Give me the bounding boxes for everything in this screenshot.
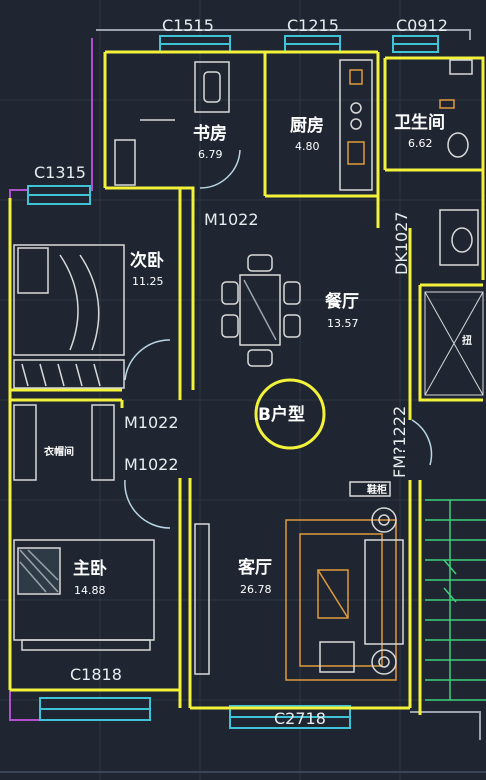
closet-name: 衣帽间 bbox=[44, 445, 74, 458]
second-bedroom-name: 次卧 bbox=[130, 250, 164, 271]
door-m1022-top bbox=[199, 149, 241, 189]
door-fm1222 bbox=[411, 419, 433, 466]
living-area: 26.78 bbox=[240, 583, 272, 596]
bathroom-fixtures bbox=[439, 59, 479, 266]
shoe-cabinet-name: 鞋柜 bbox=[367, 483, 387, 496]
door-m1022-low-label: M1022 bbox=[124, 455, 179, 474]
shaft-name: 扭 bbox=[462, 334, 472, 347]
master-bedroom-area: 14.88 bbox=[74, 584, 106, 597]
kitchen-furniture bbox=[339, 59, 373, 191]
master-bedroom-name: 主卧 bbox=[73, 558, 107, 579]
door-fm1222-label: FM?1222 bbox=[390, 406, 409, 478]
door-m1022-top-label: M1022 bbox=[204, 210, 259, 229]
kitchen-area: 4.80 bbox=[295, 140, 320, 153]
study-furniture bbox=[114, 61, 230, 186]
dining-table bbox=[221, 254, 301, 367]
bathroom-area: 6.62 bbox=[408, 137, 433, 150]
door-swings bbox=[124, 149, 433, 529]
type-label: B户型 bbox=[258, 404, 305, 425]
bathroom-name: 卫生间 bbox=[394, 112, 445, 133]
study-area: 6.79 bbox=[198, 148, 223, 161]
window-c1315-label: C1315 bbox=[34, 163, 86, 182]
walls bbox=[8, 50, 485, 715]
living-furniture bbox=[194, 481, 404, 681]
living-name: 客厅 bbox=[237, 557, 272, 578]
windows bbox=[27, 35, 439, 729]
window-c2718-label: C2718 bbox=[274, 709, 326, 728]
outer-outline bbox=[0, 29, 486, 773]
window-c0912-label: C0912 bbox=[396, 16, 448, 35]
window-c1818-label: C1818 bbox=[70, 665, 122, 684]
dining-name: 餐厅 bbox=[325, 291, 359, 312]
second-bed bbox=[13, 244, 125, 389]
door-m1022-mid bbox=[124, 339, 171, 381]
stairs bbox=[425, 499, 486, 701]
window-c1215-label: C1215 bbox=[287, 16, 339, 35]
type-marker bbox=[254, 378, 326, 450]
shaft bbox=[424, 291, 484, 396]
study-name: 书房 bbox=[193, 123, 227, 144]
door-dk1027-label: DK1027 bbox=[392, 211, 411, 275]
second-bedroom-area: 11.25 bbox=[132, 275, 164, 288]
kitchen-name: 厨房 bbox=[290, 115, 324, 136]
door-m1022-mid-label: M1022 bbox=[124, 413, 179, 432]
window-c1515-label: C1515 bbox=[162, 16, 214, 35]
master-furniture bbox=[13, 404, 155, 651]
door-m1022-low bbox=[124, 479, 171, 529]
dining-area: 13.57 bbox=[327, 317, 359, 330]
